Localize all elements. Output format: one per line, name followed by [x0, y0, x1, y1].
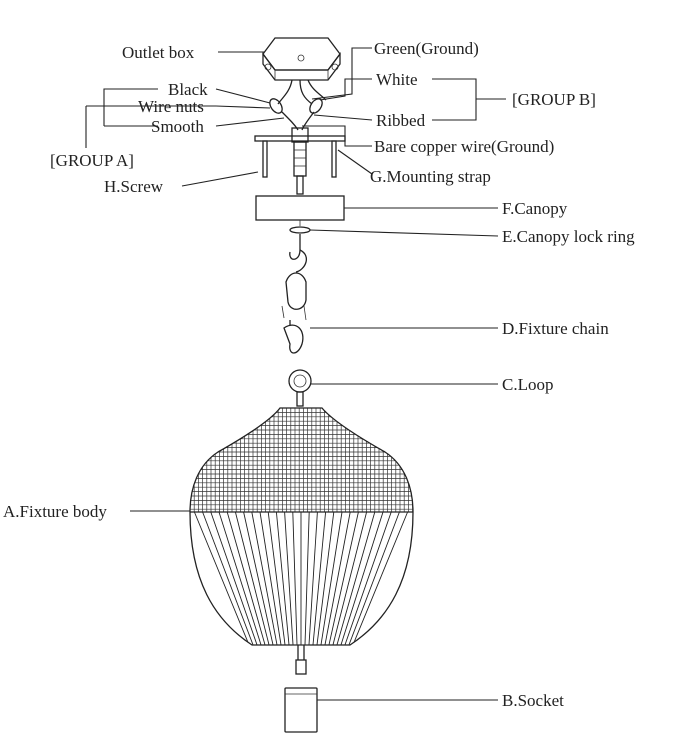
- screw-left: [261, 140, 269, 178]
- leader-lines: [85, 47, 506, 701]
- loop: [288, 369, 312, 407]
- label-fixture-chain: D.Fixture chain: [502, 319, 609, 338]
- label-mounting-strap: G.Mounting strap: [370, 167, 491, 186]
- wires: [277, 79, 327, 131]
- wire-nut-left: [269, 98, 283, 114]
- label-group-b: [GROUP B]: [512, 90, 596, 109]
- outlet-box: [262, 37, 341, 81]
- screw-right: [330, 140, 338, 178]
- label-bare-copper: Bare copper wire(Ground): [374, 137, 554, 156]
- threaded-nipple: [291, 127, 309, 195]
- fixture-body: [189, 407, 414, 675]
- label-wire-nuts: Wire nuts: [138, 97, 204, 116]
- label-canopy: F.Canopy: [502, 199, 568, 218]
- label-ribbed: Ribbed: [376, 111, 426, 130]
- label-outlet-box: Outlet box: [122, 43, 195, 62]
- label-group-a: [GROUP A]: [50, 151, 134, 170]
- label-loop: C.Loop: [502, 375, 553, 394]
- mounting-strap: [254, 135, 346, 142]
- label-h-screw: H.Screw: [104, 177, 164, 196]
- fixture-chain: [281, 234, 308, 354]
- label-black: Black: [168, 80, 208, 99]
- label-green-ground: Green(Ground): [374, 39, 479, 58]
- canopy: [255, 195, 345, 226]
- label-lock-ring: E.Canopy lock ring: [502, 227, 635, 246]
- label-socket: B.Socket: [502, 691, 564, 710]
- label-fixture-body: A.Fixture body: [3, 502, 107, 521]
- canopy-lock-ring: [289, 226, 311, 234]
- label-smooth: Smooth: [151, 117, 204, 136]
- socket: [284, 687, 318, 733]
- label-white: White: [376, 70, 418, 89]
